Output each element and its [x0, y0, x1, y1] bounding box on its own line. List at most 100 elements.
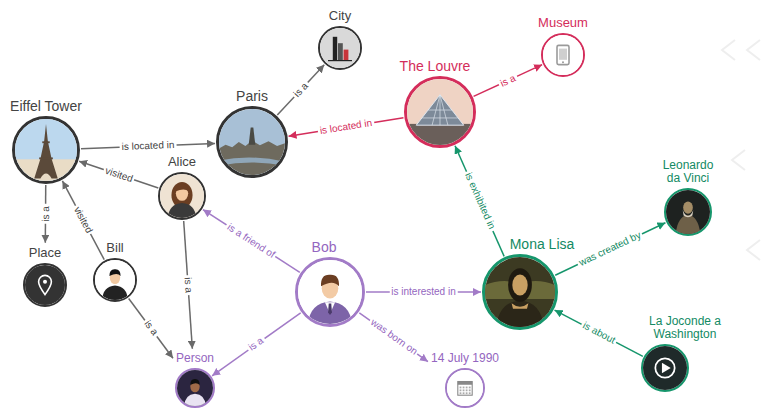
icon-part	[469, 389, 471, 391]
icon-part	[458, 382, 472, 385]
relation-label: is a	[181, 275, 194, 295]
entity-node: Museum	[541, 33, 585, 77]
person-icon	[177, 370, 213, 406]
icon-part	[466, 387, 468, 389]
entity-node: Eiffel Tower	[12, 116, 80, 184]
relation-label: is interested in	[389, 286, 457, 298]
entity-node: The Louvre	[404, 76, 476, 148]
icon-part	[320, 28, 360, 68]
icon-part	[39, 275, 52, 294]
node-picture	[160, 174, 204, 218]
icon-part	[466, 389, 468, 391]
icon-part	[469, 387, 471, 389]
node-label: 14 July 1990	[431, 352, 499, 365]
icon-part	[190, 379, 199, 385]
node-label: The Louvre	[400, 59, 471, 74]
entity-node: Bill	[93, 258, 137, 302]
icon-part	[460, 387, 462, 389]
icon-part	[559, 49, 567, 60]
icon-part	[463, 392, 465, 394]
icon-part	[422, 95, 458, 125]
relation-label: is a	[39, 204, 51, 224]
play-icon	[643, 346, 687, 390]
relation-label: is about	[579, 319, 619, 348]
relation-label: is located in	[119, 139, 176, 153]
icon-part	[168, 203, 196, 218]
chevron	[747, 240, 760, 260]
relation-arrow	[555, 310, 643, 356]
chevron	[732, 150, 745, 170]
relation-arrow	[277, 65, 324, 115]
node-picture	[485, 257, 555, 327]
node-label: Person	[176, 352, 214, 365]
tower-icon	[15, 119, 77, 181]
icon-part	[338, 43, 343, 60]
background-chevrons	[722, 40, 760, 260]
entity-node: Bob	[295, 257, 365, 327]
node-label: Leonardo da Vinci	[656, 159, 720, 185]
icon-part	[321, 275, 339, 287]
node-label: City	[329, 9, 351, 23]
chevron	[747, 40, 760, 60]
relation-label: is located in	[317, 117, 375, 138]
node-picture	[177, 370, 213, 406]
relation-arrow	[474, 65, 543, 97]
icon-part	[102, 286, 128, 300]
relation-arrow	[129, 298, 173, 358]
relation-label: is a	[496, 71, 519, 90]
icon-part	[308, 302, 352, 324]
icon-part	[683, 210, 694, 217]
node-label: Paris	[236, 89, 268, 104]
node-picture	[643, 346, 687, 390]
node-picture	[320, 28, 360, 68]
icon-part	[160, 174, 204, 218]
calendar-icon	[447, 370, 483, 406]
icon-part	[177, 370, 213, 406]
pyramid-icon	[407, 79, 473, 145]
node-label: Bob	[312, 240, 337, 255]
node-label: Bill	[106, 241, 123, 255]
node-label: Mona Lisa	[510, 237, 575, 252]
node-picture	[407, 79, 473, 145]
node-picture	[219, 109, 285, 175]
icon-part	[34, 124, 58, 179]
node-picture	[447, 370, 483, 406]
relation-arrow	[212, 313, 301, 376]
icon-part	[676, 215, 701, 234]
icon-part	[184, 394, 206, 406]
icon-part	[562, 61, 564, 63]
icon-part	[333, 37, 337, 60]
icon-part	[344, 50, 349, 60]
icon-part	[416, 95, 464, 125]
mona-icon	[485, 257, 555, 327]
icon-part	[458, 382, 472, 396]
icon-part	[175, 184, 188, 191]
entity-node: Leonardo da Vinci	[664, 188, 712, 236]
entity-node: Person	[175, 368, 215, 408]
leo-icon	[666, 190, 710, 234]
relation-label: is a friend of	[224, 220, 280, 262]
icon-part	[496, 300, 544, 327]
icon-part	[42, 141, 49, 143]
icon-part	[447, 370, 483, 406]
icon-part	[662, 363, 671, 374]
node-picture	[543, 35, 583, 75]
relation-arrow	[62, 181, 104, 260]
icon-part	[460, 392, 462, 394]
icon-part	[95, 260, 135, 300]
node-picture	[666, 190, 710, 234]
relation-arrow	[79, 161, 158, 188]
icon-part	[460, 389, 462, 391]
icon-part	[508, 268, 532, 302]
icon-part	[463, 387, 465, 389]
icon-part	[485, 257, 555, 327]
relation-arrow	[359, 313, 428, 362]
entity-node: Mona Lisa	[482, 254, 558, 330]
icon-part	[463, 389, 465, 391]
pin-icon	[25, 265, 65, 305]
icon-part	[469, 392, 471, 394]
relation-label: is a	[290, 79, 312, 101]
relation-label: was born on	[366, 315, 421, 359]
icon-part	[512, 303, 529, 309]
